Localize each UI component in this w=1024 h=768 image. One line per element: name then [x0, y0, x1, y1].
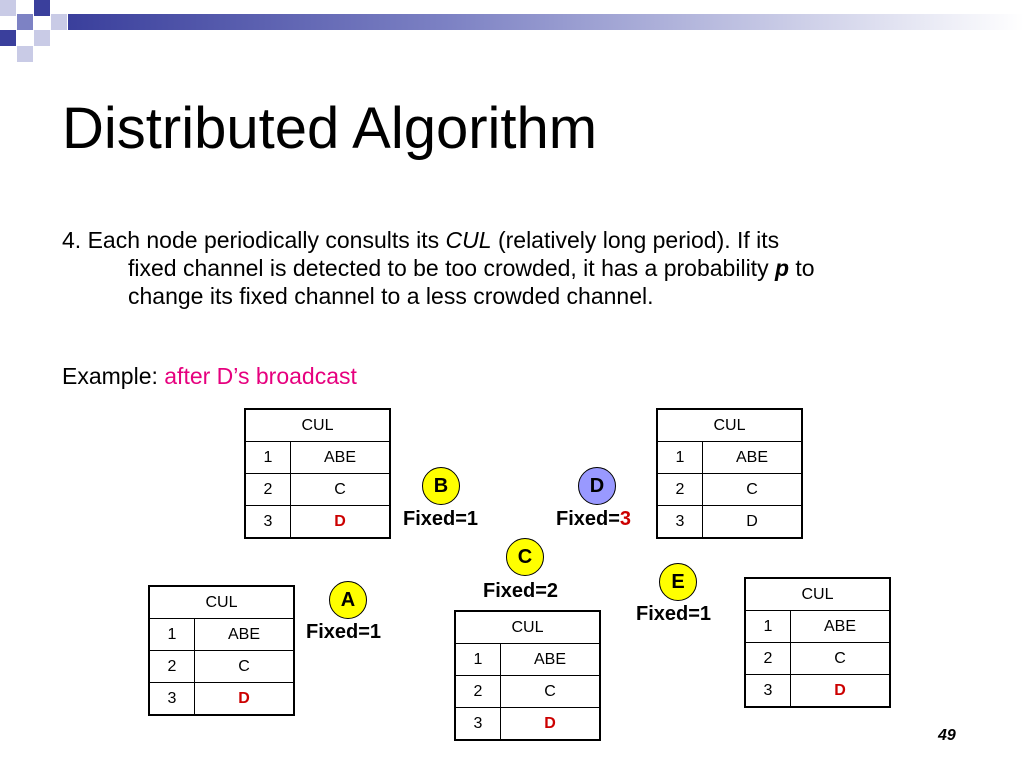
- fixed-value: 1: [699, 603, 712, 625]
- cul-term: CUL: [445, 227, 492, 253]
- channel-users: D: [194, 682, 295, 716]
- fixed-value: 1: [466, 508, 479, 530]
- channel-index: 1: [744, 610, 791, 643]
- fixed-prefix: Fixed=: [483, 580, 547, 602]
- channel-users: ABE: [500, 643, 601, 676]
- channel-users: C: [790, 642, 891, 675]
- channel-users: ABE: [290, 441, 391, 474]
- cul-table-header: CUL: [656, 408, 803, 442]
- channel-index: 2: [656, 473, 703, 506]
- channel-users: C: [194, 650, 295, 683]
- channel-index: 1: [148, 618, 195, 651]
- channel-users: C: [290, 473, 391, 506]
- channel-index: 3: [244, 505, 291, 539]
- algorithm-step-text: 4. Each node periodically consults its C…: [62, 226, 992, 310]
- node-a: A: [329, 581, 367, 619]
- step-text-part: fixed channel is detected to be too crow…: [128, 255, 775, 281]
- node-d: D: [578, 467, 616, 505]
- channel-users: ABE: [702, 441, 803, 474]
- cul-table-header: CUL: [148, 585, 295, 619]
- node-b-fixed: Fixed=1: [403, 508, 478, 531]
- fixed-prefix: Fixed=: [403, 508, 467, 530]
- channel-index: 2: [148, 650, 195, 683]
- channel-index: 3: [744, 674, 791, 708]
- channel-users: D: [290, 505, 391, 539]
- channel-index: 2: [744, 642, 791, 675]
- step-text-part: to: [789, 255, 815, 281]
- channel-users: C: [500, 675, 601, 708]
- channel-users: D: [500, 707, 601, 741]
- step-text-part: 4. Each node periodically consults its: [62, 227, 446, 253]
- probability-term: p: [774, 255, 790, 281]
- node-b: B: [422, 467, 460, 505]
- channel-index: 1: [656, 441, 703, 474]
- step-text-part: change its fixed channel to a less crowd…: [128, 283, 654, 309]
- fixed-value: 2: [546, 580, 559, 602]
- node-e-fixed: Fixed=1: [636, 603, 711, 626]
- channel-users: D: [702, 505, 803, 539]
- cul-table-header: CUL: [244, 408, 391, 442]
- channel-index: 3: [454, 707, 501, 741]
- fixed-prefix: Fixed=: [556, 508, 620, 530]
- channel-index: 2: [454, 675, 501, 708]
- step-text-part: (relatively long period). If its: [491, 227, 780, 253]
- channel-users: ABE: [194, 618, 295, 651]
- cul-table-header: CUL: [744, 577, 891, 611]
- channel-index: 1: [454, 643, 501, 676]
- channel-users: C: [702, 473, 803, 506]
- node-c: C: [506, 538, 544, 576]
- channel-index: 3: [148, 682, 195, 716]
- channel-users: D: [790, 674, 891, 708]
- node-c-fixed: Fixed=2: [483, 580, 558, 603]
- cul-table-header: CUL: [454, 610, 601, 644]
- slide-title: Distributed Algorithm: [62, 96, 598, 161]
- node-a-fixed: Fixed=1: [306, 621, 381, 644]
- example-caption: Example: after D’s broadcast: [62, 362, 357, 390]
- example-highlight: after D’s broadcast: [164, 363, 357, 389]
- node-d-fixed: Fixed=3: [556, 508, 631, 531]
- node-e: E: [659, 563, 697, 601]
- header-gradient-bar: [68, 14, 1024, 30]
- channel-index: 2: [244, 473, 291, 506]
- fixed-value: 3: [619, 508, 632, 530]
- channel-index: 1: [244, 441, 291, 474]
- fixed-prefix: Fixed=: [636, 603, 700, 625]
- channel-index: 3: [656, 505, 703, 539]
- fixed-value: 1: [369, 621, 382, 643]
- example-label: Example:: [62, 363, 165, 389]
- channel-users: ABE: [790, 610, 891, 643]
- page-number: 49: [938, 727, 956, 744]
- fixed-prefix: Fixed=: [306, 621, 370, 643]
